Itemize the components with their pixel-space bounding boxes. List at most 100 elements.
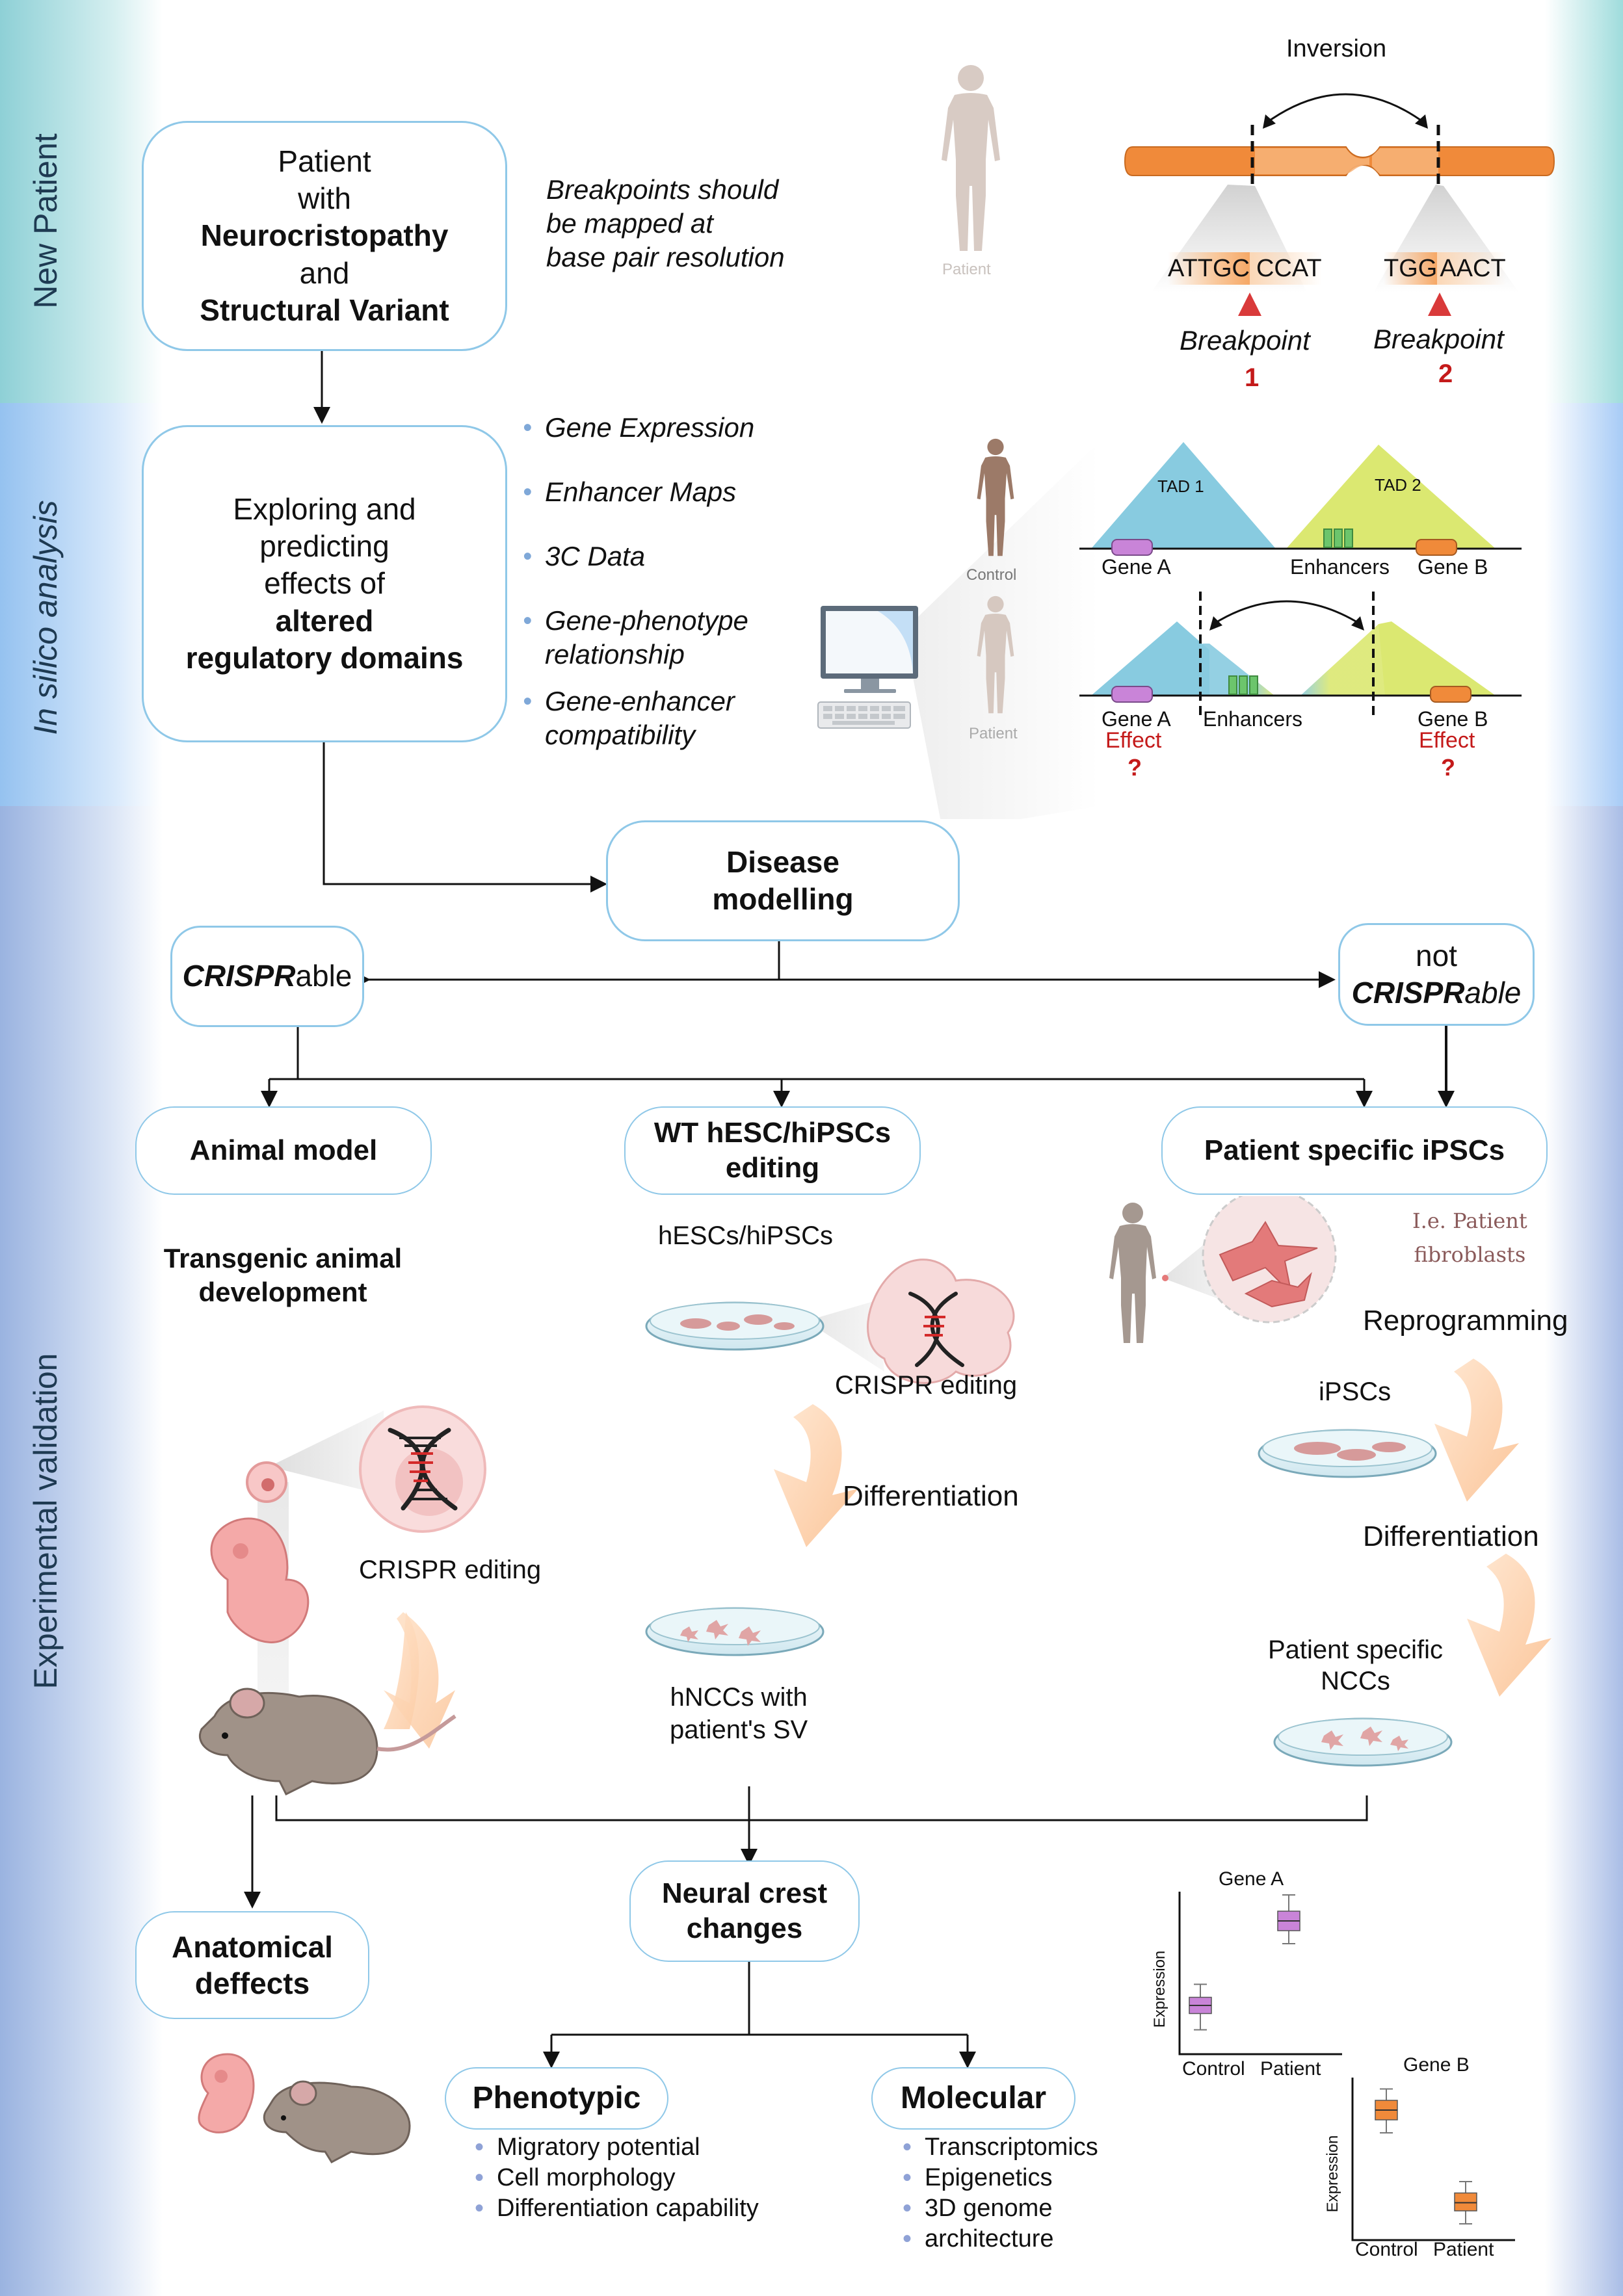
breakpoint-2-number: 2 [1438,359,1453,388]
anatomical-defects-box: Anatomical deffects [135,1911,369,2019]
gene-b-xtick-control: Control [1355,2239,1418,2260]
chart-axes [1351,2078,1515,2241]
insilico-box-line4: altered [275,603,374,638]
insilico-item: Enhancer Maps [520,475,819,509]
disease-modelling-line1: Disease [726,844,839,879]
fibroblasts-line2: fibroblasts [1414,1242,1526,1267]
not-crisprable-rest: able [1464,976,1522,1010]
patient-box-line2: with [298,181,351,216]
gene-b-chart-title: Gene B [1403,2054,1470,2076]
enhancers-control-label: Enhancers [1290,555,1390,579]
hesc-label: hESCs/hiPSCs [658,1221,833,1250]
phenotypic-label: Phenotypic [472,2080,641,2115]
insilico-item: Gene-enhancer compatibility [520,685,819,752]
neural-crest-line2: changes [686,1912,803,1944]
insilico-box-line3: effects of [264,566,385,601]
embryo-icon [210,1517,310,1643]
patient-path-illustration [1109,1196,1551,1767]
tad-1-triangle [1091,442,1276,549]
breakpoints-note-line3: base pair resolution [546,242,785,272]
animal-model-label: Animal model [189,1134,378,1167]
breakpoint-1-number: 1 [1245,363,1260,392]
wt-path-illustration [645,1259,1015,1656]
patient-neurocristopathy-box: Patient with Neurocristopathy and Struct… [142,121,507,351]
patient-box-line1: Patient [278,144,371,179]
insilico-item: Gene Expression [520,411,819,445]
insilico-item: Gene-phenotype relationship [520,604,819,672]
phenotypic-item: Migratory potential [472,2132,759,2163]
not-crisprable-box: not CRISPRable [1338,923,1535,1026]
gene-a-control-label: Gene A [1102,555,1171,579]
expression-boxplots [1178,1892,1515,2241]
embryo-small-icon [198,2053,255,2133]
transgenic-line1: Transgenic animal [163,1243,402,1273]
breakpoint-2-triangle-icon [1428,293,1451,316]
phenotypic-item: Cell morphology [472,2163,759,2193]
differentiation-patient: Differentiation [1363,1520,1539,1552]
insilico-analysis-box: Exploring and predicting effects of alte… [142,425,507,742]
sequence-2-left: TGG [1384,252,1438,285]
effect-b-question: ? [1441,754,1455,781]
effect-b-label: Effect [1419,728,1475,753]
breakpoints-note-line1: Breakpoints should [546,174,779,205]
effect-a-question: ? [1128,754,1142,781]
crispr-editing-animal: CRISPR editing [359,1556,542,1584]
sequence-2-right: AACT [1437,252,1506,285]
animal-model-box: Animal model [135,1106,432,1195]
enhancers-cluster [1323,528,1353,548]
patient-box-line4: and [299,255,350,290]
insilico-box-line1: Exploring and [233,492,416,527]
gene-a-block [1111,539,1153,556]
not-crisprable-bold: CRISPR [1351,976,1465,1010]
insilico-item: 3C Data [520,540,819,573]
ipscs-label: iPSCs [1319,1377,1392,1406]
mouse-icon [199,1691,378,1796]
patient-silhouette-small-icon [977,595,1014,714]
control-label: Control [966,566,1017,584]
breakpoint-1-label: Breakpoint [1180,325,1310,356]
tad-diagram [1079,442,1522,715]
sequence-1-left: ATTGC [1168,252,1250,285]
phenotypic-box: Phenotypic [445,2067,668,2130]
computer-analysis-illustration [817,442,1099,819]
differentiation-wt: Differentiation [843,1480,1019,1512]
hnccs-line1: hNCCs with [670,1683,808,1712]
mouse-small-icon [263,2081,411,2163]
molecular-item-continued: architecture [900,2224,1098,2254]
band-right-new-patient [1545,0,1623,403]
hnccs-line2: patient's SV [670,1715,808,1744]
phenotypic-list: Migratory potential Cell morphology Diff… [472,2132,759,2224]
control-silhouette-icon [977,438,1014,556]
tad-1-label: TAD 1 [1157,476,1204,496]
gene-b-ylabel: Expression [1324,2135,1341,2213]
neural-crest-changes-box: Neural crest changes [629,1860,860,1962]
fibroblasts-label: I.e. Patient fibroblasts [1412,1204,1527,1272]
phenotypic-item: Differentiation capability [472,2193,759,2224]
chart-axes [1178,1892,1342,2055]
band-new-patient [0,0,163,403]
patient-small-label: Patient [969,725,1018,742]
crispr-editing-wt: CRISPR editing [835,1371,1018,1400]
not-crisprable-line1: not [1416,938,1457,972]
neural-crest-line1: Neural crest [661,1877,828,1910]
patient-specific-ipscs-box: Patient specific iPSCs [1161,1106,1548,1195]
wt-hesc-line2: editing [725,1152,820,1184]
tad-2-label: TAD 2 [1375,475,1421,495]
insilico-box-line5: regulatory domains [185,640,464,675]
gene-a-boxplot [1178,1892,1342,2055]
disease-modelling-box: Disease modelling [606,820,960,941]
effect-a-label: Effect [1105,728,1162,753]
molecular-item: Epigenetics [900,2163,1098,2193]
anatomical-illustration [198,2053,411,2163]
patient-figure-small-icon [1109,1203,1156,1343]
gene-a-patient-label: Gene A [1102,707,1171,731]
breakpoint-2-label: Breakpoint [1373,324,1504,354]
breakpoints-note-line2: be mapped at [546,208,713,239]
anatomical-line2: deffects [194,1966,310,2000]
crisprable-rest: able [295,959,352,993]
reprogramming-label: Reprogramming [1363,1305,1568,1337]
transgenic-line2: development [198,1277,367,1307]
